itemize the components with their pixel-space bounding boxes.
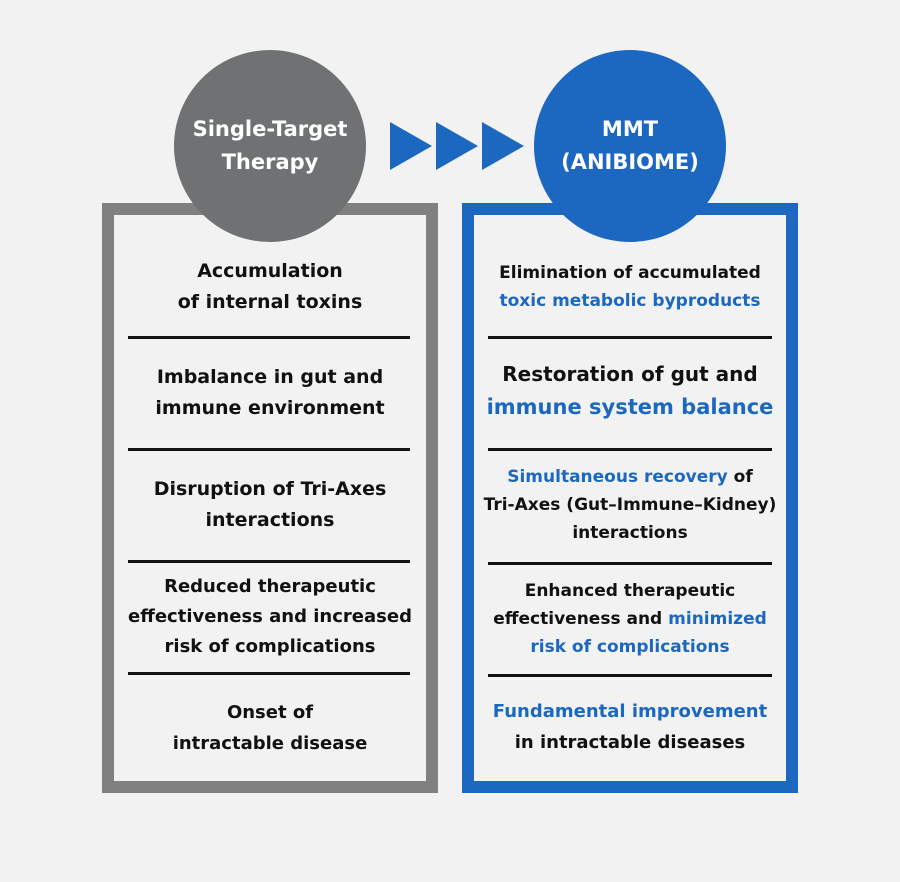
circle-title-line: MMT: [601, 117, 659, 141]
text-line: intractable disease: [172, 733, 368, 754]
mmt-circle: MMT (ANIBIOME): [534, 50, 726, 242]
text-line: Restoration of gut and: [502, 362, 758, 386]
highlight-text: immune system balance: [486, 395, 774, 419]
text-line: of internal toxins: [177, 291, 363, 313]
text-line: Imbalance in gut and: [156, 366, 384, 388]
text-segment: of: [727, 467, 753, 487]
highlight-text: toxic metabolic byproducts: [499, 291, 761, 311]
text-line: effectiveness and increased: [128, 606, 412, 627]
text-line: Reduced therapeutic: [164, 576, 376, 597]
right-row-4: Enhanced therapeutic effectiveness and mi…: [465, 577, 795, 661]
left-row-5: Onset of intractable disease: [105, 697, 435, 759]
highlight-text: Fundamental improvement: [492, 701, 768, 722]
text-line: Accumulation: [197, 260, 343, 282]
divider: [128, 672, 410, 675]
left-row-1: Accumulation of internal toxins: [105, 256, 435, 318]
text-line: interactions: [572, 523, 688, 543]
divider: [488, 674, 772, 677]
text-line: in intractable diseases: [514, 732, 746, 753]
right-row-1: Elimination of accumulated toxic metaboli…: [465, 259, 795, 315]
highlight-text: minimized: [668, 609, 767, 629]
text-line: Disruption of Tri-Axes: [153, 478, 387, 500]
divider: [128, 336, 410, 339]
circle-title-line: (ANIBIOME): [561, 150, 699, 174]
text-line: Elimination of accumulated: [499, 263, 761, 283]
right-row-5: Fundamental improvement in intractable di…: [465, 696, 795, 758]
arrow-right-icon: [390, 122, 432, 170]
arrow-right-icon: [482, 122, 524, 170]
right-row-2: Restoration of gut and immune system bala…: [465, 358, 795, 424]
text-line: Tri-Axes (Gut–Immune–Kidney): [483, 495, 777, 515]
divider: [128, 560, 410, 563]
highlight-text: Simultaneous recovery: [507, 467, 728, 487]
text-line: immune environment: [155, 397, 385, 419]
divider: [128, 448, 410, 451]
arrow-right-icon: [436, 122, 478, 170]
divider: [488, 336, 772, 339]
left-row-4: Reduced therapeutic effectiveness and inc…: [105, 572, 435, 662]
text-line: risk of complications: [164, 636, 376, 657]
text-line: Enhanced therapeutic: [524, 581, 736, 601]
circle-title-line: Single-Target: [192, 117, 348, 141]
left-row-2: Imbalance in gut and immune environment: [105, 362, 435, 424]
circle-title-line: Therapy: [221, 150, 319, 174]
text-segment: effectiveness and: [493, 609, 669, 629]
left-row-3: Disruption of Tri-Axes interactions: [105, 474, 435, 536]
mmt-box: [462, 203, 798, 793]
highlight-text: risk of complications: [530, 637, 730, 657]
text-line: interactions: [205, 509, 335, 531]
text-line: Onset of: [226, 702, 314, 723]
single-target-box: [102, 203, 438, 793]
divider: [488, 562, 772, 565]
divider: [488, 448, 772, 451]
